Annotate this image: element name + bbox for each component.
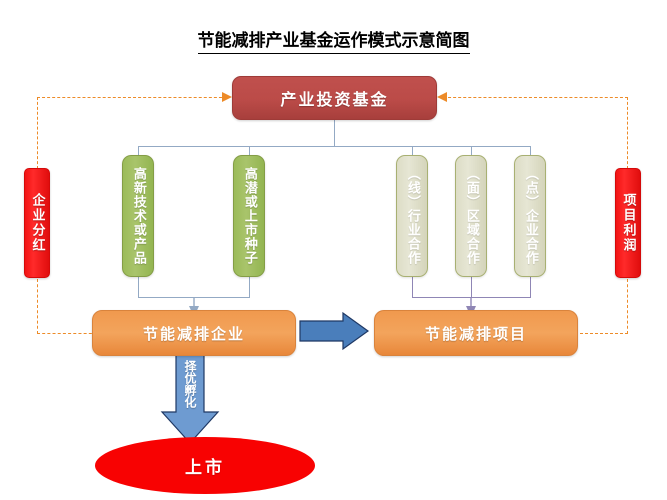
node-energy-saving-project[interactable]: 节能减排项目 [374, 310, 578, 356]
dashed-right-upper [627, 97, 628, 169]
node-label: 高潜或上市种子 [241, 167, 257, 265]
connector-drop-4 [471, 146, 472, 156]
node-label: （面）区域合作 [463, 167, 479, 265]
node-project-profit[interactable]: 项目利润 [615, 168, 641, 278]
connector-fund-down [334, 120, 335, 146]
node-listing[interactable]: 上市 [95, 437, 315, 494]
node-label: （点）企业合作 [522, 167, 538, 265]
connector-khaki3-down [530, 277, 531, 297]
dashed-left-lower [37, 279, 38, 334]
dashed-project-to-right [570, 333, 628, 334]
node-label: 项目利润 [620, 193, 636, 253]
dashed-right-to-fund [443, 97, 628, 98]
node-enterprise-cooperation[interactable]: （点）企业合作 [514, 155, 546, 277]
right-arrow-icon [299, 311, 370, 351]
node-enterprise-dividend[interactable]: 企业分红 [24, 168, 50, 278]
connector-green2-down [249, 277, 250, 297]
connector-green1-down [138, 277, 139, 297]
page-title: 节能减排产业基金运作模式示意简图 [0, 26, 667, 54]
node-energy-saving-enterprise[interactable]: 节能减排企业 [92, 310, 296, 356]
node-label: 产业投资基金 [280, 90, 389, 109]
node-label: 上市 [185, 458, 225, 478]
connector-drop-5 [530, 146, 531, 156]
connector-distribution-bar [138, 146, 530, 147]
node-high-potential-or-listing-seed[interactable]: 高潜或上市种子 [233, 155, 265, 277]
node-regional-cooperation[interactable]: （面）区域合作 [455, 155, 487, 277]
connector-khaki-merge [412, 297, 531, 298]
node-high-tech-or-product[interactable]: 高新技术或产品 [122, 155, 154, 277]
node-label: 高新技术或产品 [130, 167, 146, 265]
dashed-left-upper [37, 97, 38, 169]
dashed-right-lower [627, 279, 628, 334]
dashed-left-to-fund [37, 97, 227, 98]
node-label: 节能减排项目 [424, 324, 527, 343]
connector-drop-2 [249, 146, 250, 156]
node-label: 节能减排企业 [142, 324, 245, 343]
connector-khaki1-down [412, 277, 413, 297]
connector-khaki2-down [471, 277, 472, 297]
node-label: （线）行业合作 [404, 167, 420, 265]
page-title-text: 节能减排产业基金运作模式示意简图 [197, 31, 470, 54]
connector-drop-1 [138, 146, 139, 156]
connector-green-merge [138, 297, 250, 298]
node-label: 企业分红 [29, 193, 45, 253]
node-industrial-investment-fund[interactable]: 产业投资基金 [232, 76, 437, 120]
dashed-enterprise-to-left [37, 333, 97, 334]
down-arrow-label: 择优孵化 [183, 360, 197, 408]
connector-drop-3 [412, 146, 413, 156]
node-industry-cooperation[interactable]: （线）行业合作 [396, 155, 428, 277]
